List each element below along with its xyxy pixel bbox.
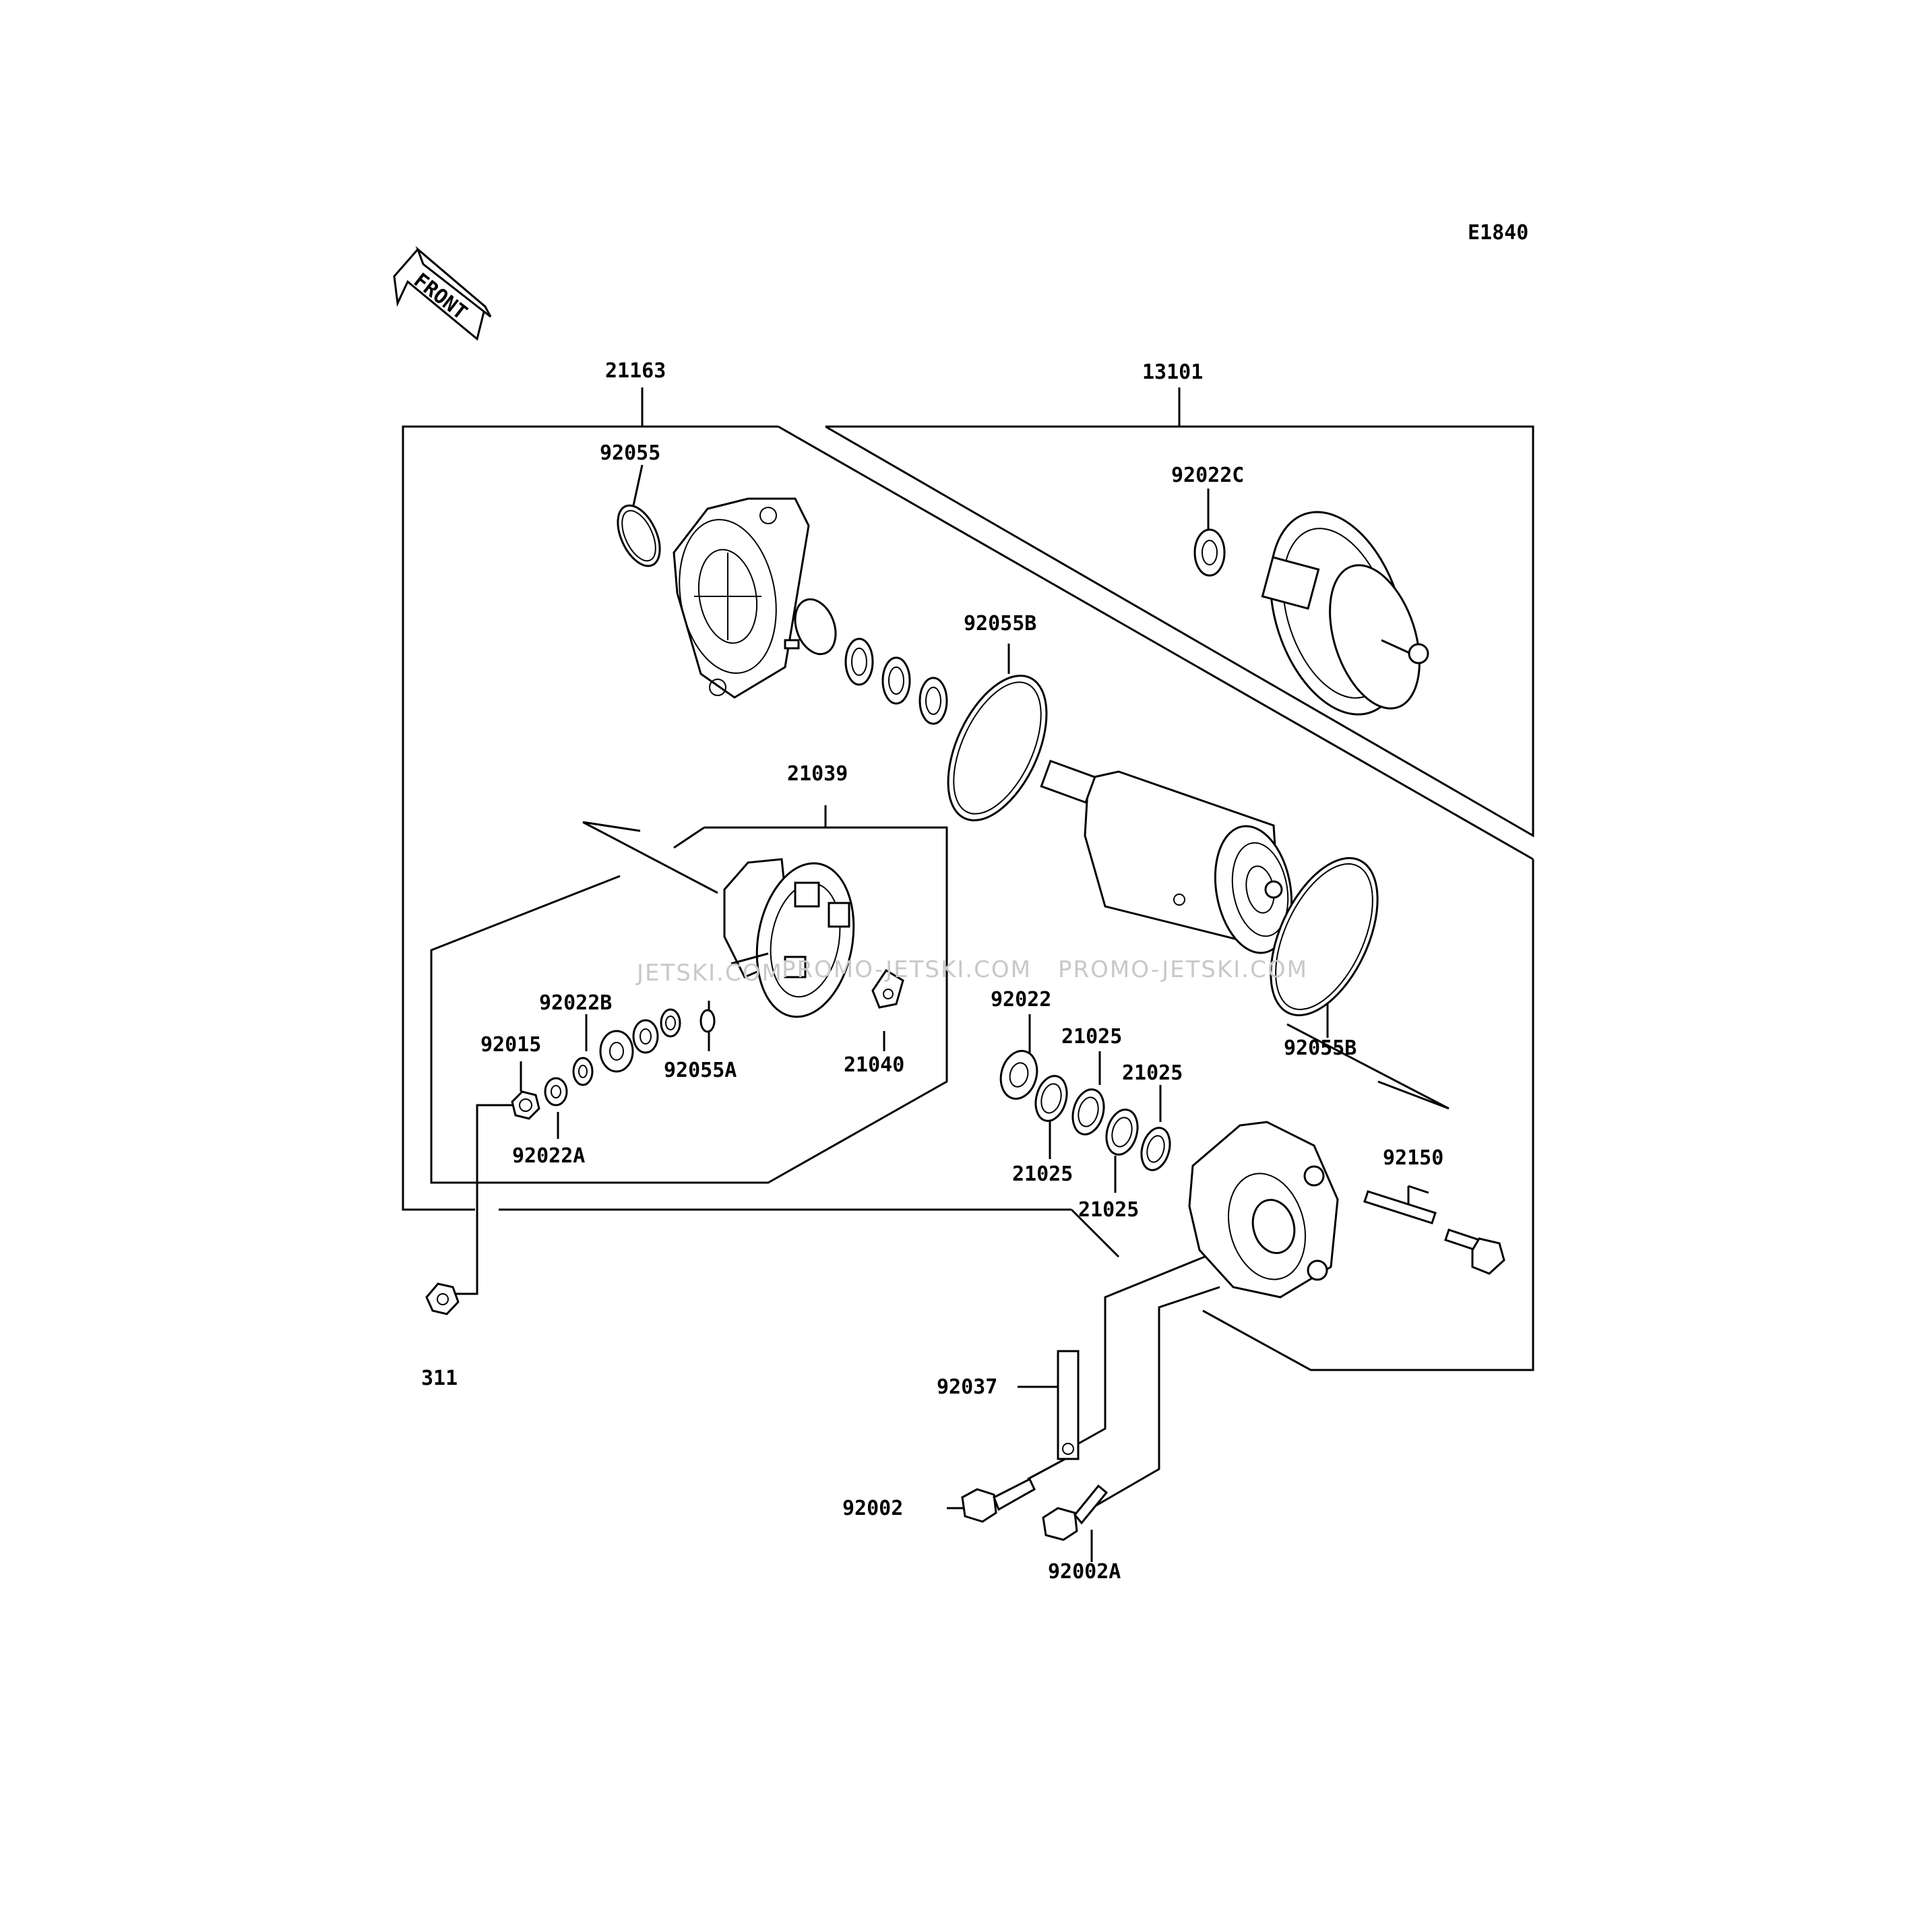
washer-92022C (1193, 528, 1226, 577)
nut-311 (425, 1282, 460, 1315)
leader-lines (445, 387, 1450, 1562)
part-label-92150: 92150 (1383, 1146, 1443, 1170)
part-label-92055: 92055 (600, 441, 660, 465)
brush-holder-21039 (723, 858, 855, 1018)
part-label-21039: 21039 (787, 762, 848, 786)
part-label-92055B-bottom: 92055B (1284, 1036, 1357, 1060)
o-ring-92055B-rear (1270, 856, 1379, 1017)
washer-stack-rear (511, 1008, 716, 1120)
part-label-92055B-top: 92055B (964, 612, 1036, 635)
through-bolt-92150 (1363, 1190, 1505, 1275)
part-label-92037: 92037 (937, 1375, 997, 1399)
rear-cover (1188, 1121, 1339, 1299)
watermark-1: JETSKI.COM (635, 960, 783, 987)
assembly-outline-13101 (825, 425, 1534, 838)
part-label-92022: 92022 (991, 988, 1051, 1011)
part-label-21025-b: 21025 (1122, 1061, 1183, 1085)
part-label-92022C: 92022C (1171, 464, 1244, 487)
part-label-21025-d: 21025 (1078, 1198, 1139, 1222)
part-label-21025-a: 21025 (1061, 1025, 1122, 1049)
bolt-92002 (961, 1477, 1036, 1523)
lead-92037 (1057, 1350, 1080, 1460)
diagram-code: E1840 (1468, 221, 1528, 245)
part-label-92055A: 92055A (664, 1059, 737, 1082)
part-label-13101: 13101 (1142, 361, 1203, 384)
part-label-21025-c: 21025 (1012, 1162, 1073, 1186)
o-ring-92055B-front (947, 675, 1048, 821)
assembly-outline-21163 (402, 425, 1534, 1371)
front-arrow-icon: FRONT (393, 246, 492, 341)
bolt-92002A (1042, 1484, 1109, 1541)
part-label-21163: 21163 (605, 359, 666, 383)
o-ring-92055 (617, 504, 661, 567)
assembly-outline-21039 (430, 821, 948, 1184)
front-cover-21163 (673, 497, 810, 699)
part-label-92002A: 92002A (1048, 1560, 1121, 1584)
armature-yoke (1040, 759, 1293, 954)
part-label-311: 311 (421, 1367, 458, 1390)
part-label-92015: 92015 (480, 1033, 541, 1057)
brush-plate-retainer (784, 598, 837, 656)
part-label-21040: 21040 (844, 1053, 904, 1077)
watermark-3: PROMO-JETSKI.COM (1058, 956, 1308, 983)
starter-clutch-13101 (1261, 511, 1429, 716)
part-label-92002: 92002 (842, 1497, 903, 1520)
washer-stack-front (844, 637, 948, 725)
part-label-92022A: 92022A (512, 1144, 585, 1168)
brush-spring-21040 (871, 968, 904, 1009)
watermark-2: PROMO-JETSKI.COM (782, 956, 1032, 983)
part-label-92022B: 92022B (539, 991, 612, 1015)
washer-set-21025 (999, 1050, 1171, 1171)
